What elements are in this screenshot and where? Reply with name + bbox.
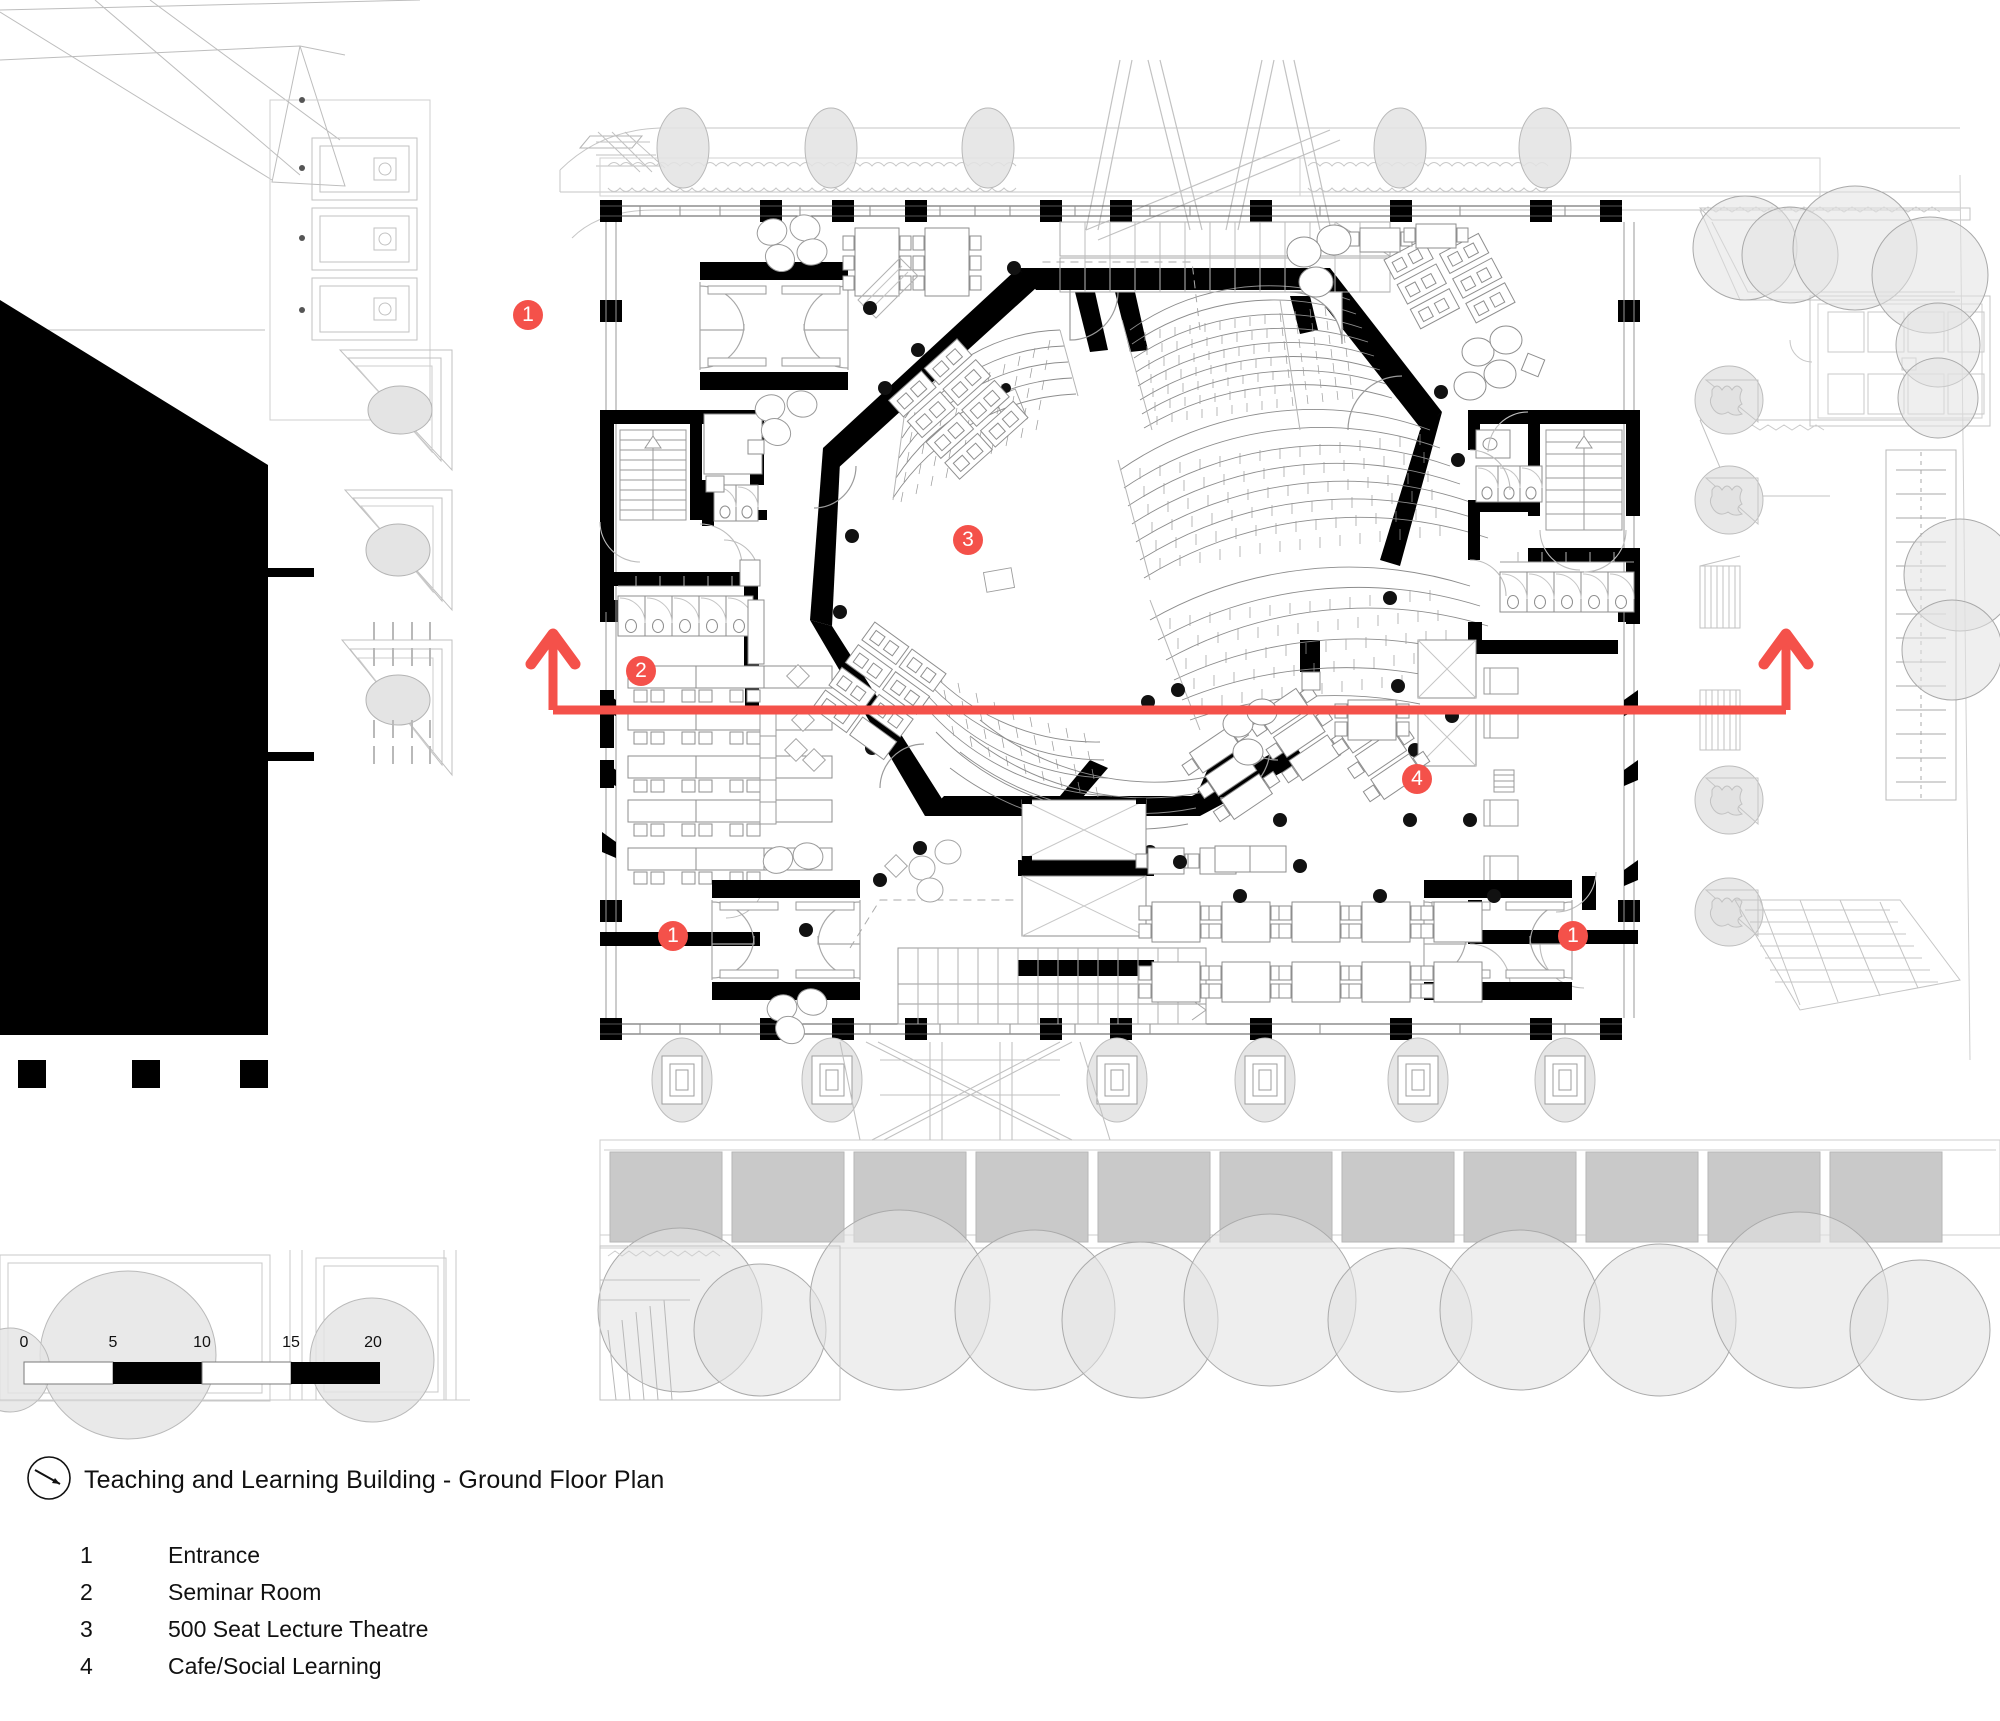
legend-number: 2 xyxy=(80,1579,93,1605)
north-arrow-icon xyxy=(27,1456,71,1500)
legend: 1 Entrance 2 Seminar Room 3 500 Seat Lec… xyxy=(80,1542,428,1690)
legend-label: Seminar Room xyxy=(168,1579,322,1605)
scale-tick-0: 0 xyxy=(19,1334,29,1351)
scale-tick-5: 5 xyxy=(108,1334,118,1351)
south-tree-planters xyxy=(651,1037,1596,1123)
curtain-wall-glazing xyxy=(600,205,1635,1035)
left-neighbor-windows xyxy=(299,97,418,341)
scale-bar-ticks: 0 5 10 15 20 xyxy=(0,1334,382,1356)
legend-item-lecture-theatre: 3 500 Seat Lecture Theatre xyxy=(80,1616,428,1653)
east-core xyxy=(1417,410,1640,989)
entrance-sw xyxy=(711,842,861,1045)
south-adjacent-building xyxy=(599,1139,2000,1249)
scale-bar-graphic xyxy=(23,1361,380,1385)
adjacent-building-columns xyxy=(18,568,314,1088)
legend-number: 4 xyxy=(80,1653,93,1679)
legend-number: 3 xyxy=(80,1616,93,1642)
scale-tick-10: 10 xyxy=(193,1334,211,1351)
west-core xyxy=(599,410,767,946)
marker-entrance-nw[interactable]: 1 xyxy=(513,300,543,330)
marker-lecture-theatre[interactable]: 3 xyxy=(953,525,983,555)
tree-canopy-cluster-ne xyxy=(1692,185,2000,701)
legend-label: 500 Seat Lecture Theatre xyxy=(168,1616,429,1642)
legend-item-entrance: 1 Entrance xyxy=(80,1542,428,1579)
entrance-nw xyxy=(699,214,849,446)
scale-bar: 0 5 10 15 20 xyxy=(0,1334,382,1390)
marker-seminar-room[interactable]: 2 xyxy=(626,656,656,686)
legend-label: Entrance xyxy=(168,1542,261,1568)
adjacent-building-black-poche xyxy=(0,300,268,1035)
page-title: Teaching and Learning Building - Ground … xyxy=(84,1466,665,1494)
marker-entrance-se[interactable]: 1 xyxy=(1558,921,1588,951)
legend-item-cafe: 4 Cafe/Social Learning xyxy=(80,1653,428,1690)
bottom-left-trees xyxy=(0,1270,435,1440)
scale-tick-20: 20 xyxy=(364,1334,382,1351)
north-tables xyxy=(842,227,982,297)
left-planters xyxy=(338,349,453,777)
south-vertical-circulation xyxy=(849,261,1207,1025)
nw-diagonal-tables xyxy=(857,257,1029,480)
south-tree-canopies xyxy=(597,1209,1991,1401)
marker-entrance-sw[interactable]: 1 xyxy=(658,921,688,951)
legend-number: 1 xyxy=(80,1542,93,1568)
south-canopy-struts xyxy=(839,1041,1111,1141)
north-tree-ovals xyxy=(656,107,1572,189)
legend-item-seminar-room: 2 Seminar Room xyxy=(80,1579,428,1616)
marker-cafe[interactable]: 4 xyxy=(1402,764,1432,794)
legend-label: Cafe/Social Learning xyxy=(168,1653,382,1679)
scale-tick-15: 15 xyxy=(282,1334,300,1351)
section-cut-line xyxy=(525,628,1814,715)
